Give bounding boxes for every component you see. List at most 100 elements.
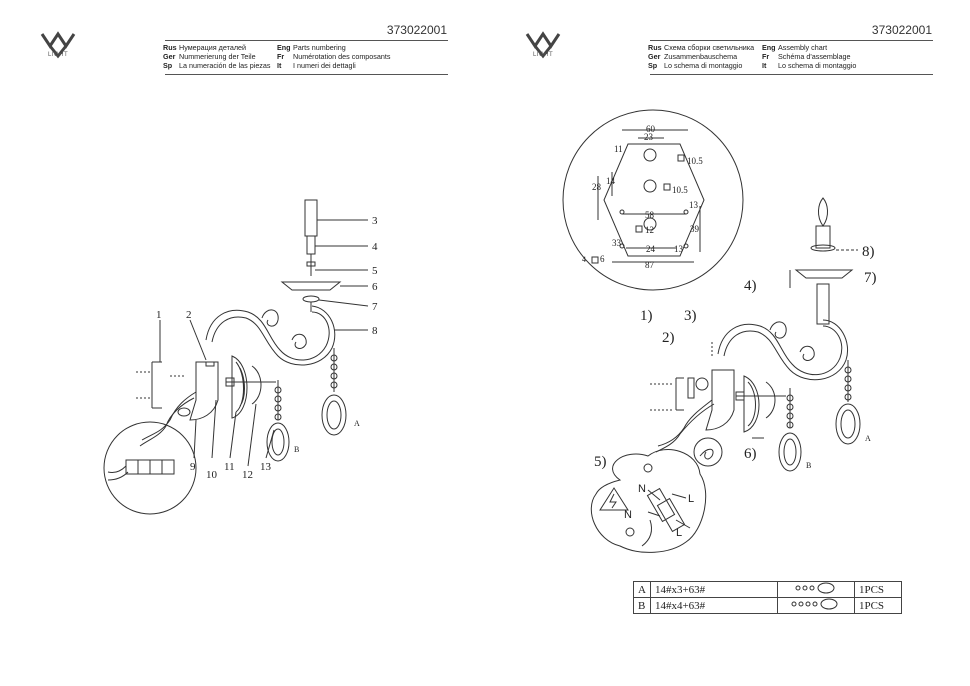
table-cell: 1PCS [853,581,902,598]
dim-label: 58 [645,210,655,220]
dim-label: 23 [644,132,654,142]
bobeche-part-icon [794,269,854,279]
part-number-label: 13 [260,461,272,473]
bobeche-part-icon [280,281,342,291]
wire-clip-detail-circle [693,437,723,467]
pendant-label: A [865,434,871,443]
live-wire-label: L [688,493,694,505]
table-cell: 14#x4+63# [649,597,778,614]
step-number-label: 4) [744,278,757,294]
pendant-chain-icon [791,598,838,610]
table-cell: 1PCS [853,597,902,614]
tube-part-icon [304,199,318,237]
dim-label: 13 [674,244,684,254]
dim-label: 33 [612,238,622,248]
part-number-label: 2 [186,309,192,321]
live-wire-label: L [676,527,682,539]
mounting-plate-detail-circle [562,109,744,291]
table-cell: A [633,581,651,598]
table-row: A 14#x3+63# 1PCS [633,581,902,598]
step-number-label: 3) [684,308,697,324]
dim-label: 39 [690,224,700,234]
table-cell: B [633,597,651,614]
arm-part-icon [205,309,330,361]
table-cell [776,597,855,614]
neutral-wire-label: N [638,483,646,495]
header-rule-bottom [650,74,933,75]
earth-screw-icon [625,527,635,537]
wall-bracket-part-icon [675,377,684,411]
part-number-label: 8 [372,325,378,337]
pendant-a-icon [835,360,861,445]
canopy-part-icon [189,361,219,421]
dim-label: 87 [645,260,655,270]
dim-label: 11 [614,144,623,154]
pendant-a-icon [321,348,347,436]
part-number-label: 5 [372,265,378,277]
pendant-label: B [806,461,811,470]
pendant-table: A 14#x3+63# 1PCS B 14#x4+63# 1PCS [633,581,902,614]
arm-part-icon [717,323,843,376]
pendant-label: B [294,445,299,454]
pendant-chain-icon [795,582,835,594]
neutral-wire-label: N [624,509,632,521]
dim-label: 4 [582,255,586,264]
table-cell: 14#x3+63# [649,581,778,598]
mounting-plate-icon [603,143,705,257]
part-number-label: 4 [372,241,378,253]
table-cell [776,581,855,598]
step-number-label: 5) [594,454,607,470]
header-rule-top [165,40,448,41]
dim-label: 24 [646,244,656,254]
step-number-label: 6) [744,446,757,462]
dim-label: 10.5 [672,185,688,195]
dim-label: 12 [645,225,654,235]
brand-text: LIGHT [48,52,69,58]
part-number-label: 3 [372,215,378,227]
part-number-label: 10 [206,469,218,481]
step-number-label: 2) [662,330,675,346]
socket-part-icon [306,235,316,255]
step-number-label: 8) [862,244,875,260]
brand-text: LIGHT [533,52,554,58]
header-rule-top [650,40,933,41]
wiring-detail-bubble [590,449,707,553]
brand-logo-icon [525,31,561,59]
step-number-label: 7) [864,270,877,286]
earth-screw-icon [643,463,653,473]
product-code: 373022001 [386,23,447,37]
pendant-label: A [354,419,360,428]
part-number-label: 6 [372,281,378,293]
part-number-label: 1 [156,309,162,321]
dim-label: 14 [606,176,616,186]
header-rule-bottom [165,74,448,75]
part-number-label: 7 [372,301,378,313]
glass-shade-part-icon [743,375,760,433]
pendant-b-icon [778,388,802,472]
wiring-detail-circle [103,421,197,515]
product-code: 373022001 [871,23,932,37]
warning-electric-icon [599,487,629,511]
step-number-label: 1) [640,308,653,324]
dim-label: 13 [689,200,699,210]
table-row: B 14#x4+63# 1PCS [633,597,902,614]
brand-logo-icon [40,31,76,59]
part-number-label: 12 [242,469,253,481]
dim-label: 60 [646,124,656,134]
flame-bulb-icon [818,197,828,227]
dim-label: 28 [592,182,602,192]
